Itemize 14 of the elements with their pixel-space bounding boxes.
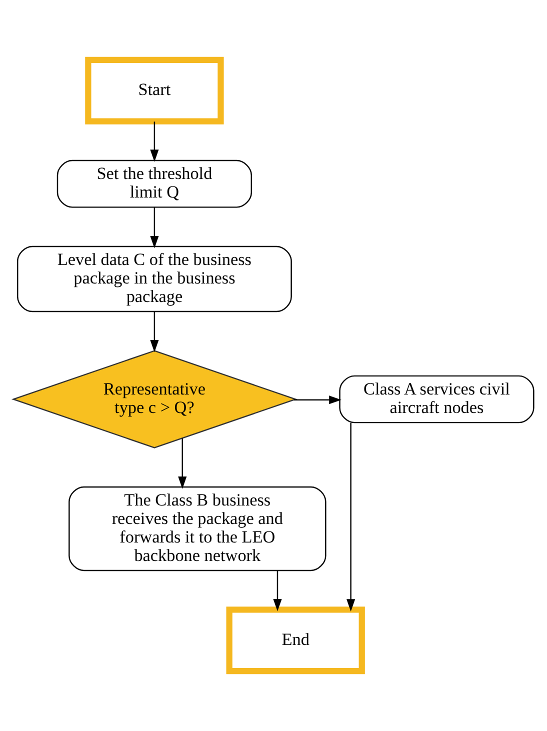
arrow <box>150 122 159 162</box>
node-box: Level data C of the business package in the business package <box>17 246 292 312</box>
arrow <box>150 312 159 352</box>
arrow <box>346 422 356 612</box>
node-box: The Class B business receives the package and forwards it to the LEO backbone network <box>68 486 326 572</box>
node-box: Start <box>85 56 224 124</box>
node-diamond: Representative type c > Q? <box>11 350 298 448</box>
node-box: End <box>226 606 365 674</box>
arrow <box>294 396 342 404</box>
node-box: Set the threshold limit Q <box>56 160 252 208</box>
arrow <box>273 570 282 612</box>
arrow <box>150 207 159 248</box>
arrow <box>178 438 187 489</box>
node-box: Class A services civil aircraft nodes <box>339 375 534 424</box>
